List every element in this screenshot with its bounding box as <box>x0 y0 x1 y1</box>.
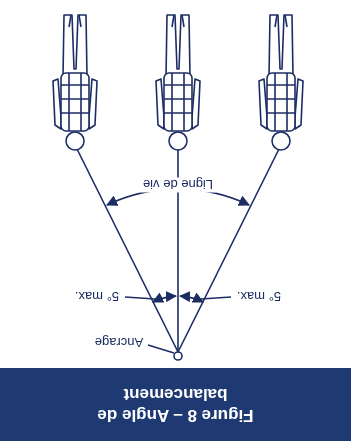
angle-label: 5° max. <box>237 290 281 305</box>
title-band <box>0 368 351 441</box>
anchor-label: Ancrage <box>95 336 143 351</box>
angle-label: 5° max. <box>75 290 119 305</box>
lifeline-label: Ligne de vie <box>140 178 216 193</box>
figure-title: Figure 8 – Angle de balancement <box>56 384 296 426</box>
